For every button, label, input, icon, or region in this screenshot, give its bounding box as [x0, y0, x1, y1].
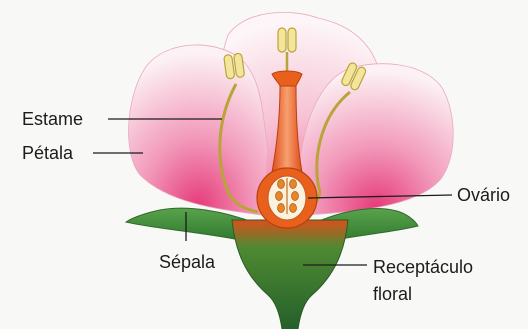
label-petala: Pétala	[22, 143, 74, 163]
label-sepala: Sépala	[159, 252, 216, 272]
label-estame: Estame	[22, 109, 83, 129]
left-petal	[129, 45, 268, 215]
ovules	[276, 178, 299, 214]
label-receptaculo-line1: Receptáculo	[373, 257, 473, 277]
receptacle	[232, 220, 348, 329]
label-ovario: Ovário	[457, 185, 510, 205]
label-receptaculo-line2: floral	[373, 284, 412, 304]
receptacle-body	[232, 220, 348, 329]
